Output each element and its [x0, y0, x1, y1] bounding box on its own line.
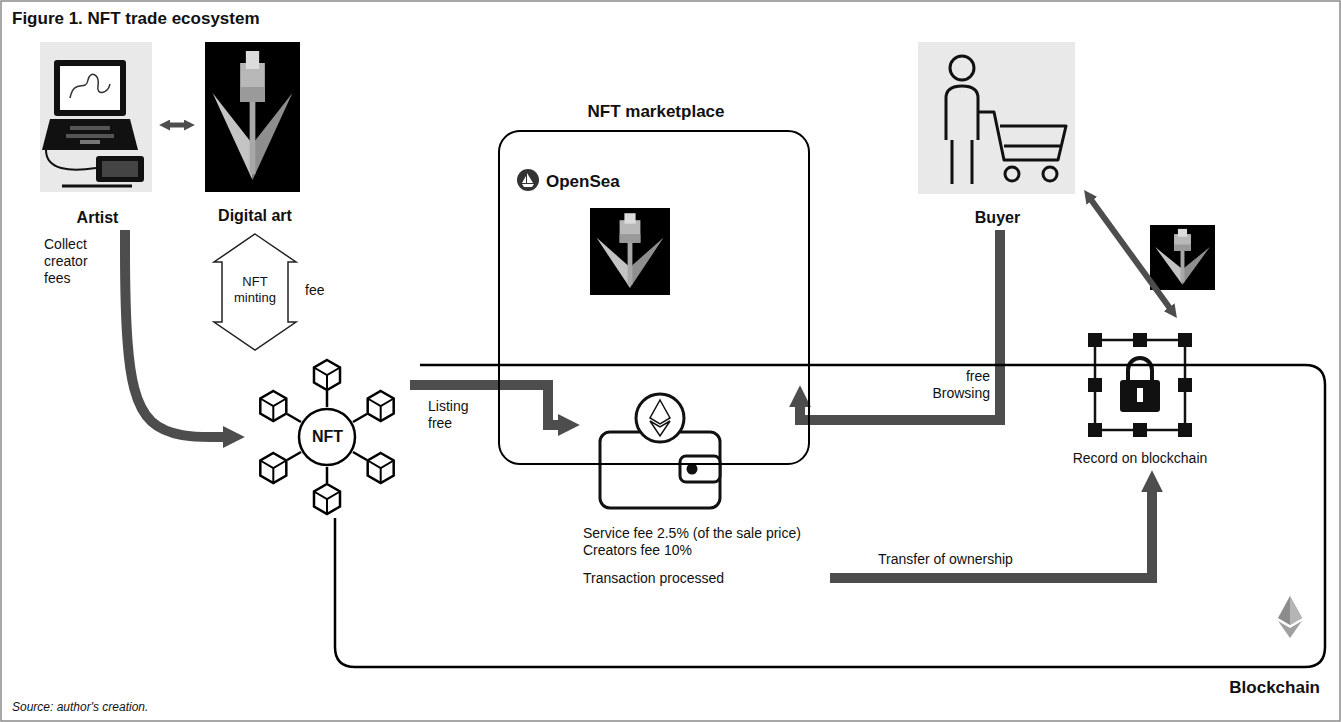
note-label: fee: [305, 282, 324, 299]
opensea-logo: [517, 169, 539, 191]
nft-token-node: NFT: [245, 362, 410, 512]
digital-art-image: [205, 42, 300, 192]
listed-art-image: [590, 208, 670, 295]
wallet-icon: [600, 394, 720, 508]
arrow-label: Listing free: [428, 398, 490, 432]
node-label: Digital art: [195, 206, 315, 225]
node-label: Record on blockchain: [1055, 450, 1225, 467]
figure-title: Figure 1. NFT trade ecosystem: [12, 9, 260, 29]
arrow-label: free Browsing: [918, 368, 990, 402]
flow-arrow: [125, 230, 225, 437]
record-node: Record on blockchain: [1075, 318, 1229, 470]
flow-arrow: [1091, 200, 1170, 309]
digital-art-node: Digital art: [195, 42, 319, 227]
minting-arrow: NFT minting: [212, 232, 298, 352]
arrow-label: Transfer of ownership: [878, 551, 1048, 568]
node-label: Creators fee 10%: [583, 542, 692, 559]
purchased-art-image: [1150, 225, 1215, 290]
buyer-node: Buyer: [915, 42, 1084, 230]
node-label: OpenSea: [546, 172, 666, 192]
figure-caption: Source: author's creation.: [12, 700, 148, 714]
ethereum-logo: [1278, 596, 1302, 638]
flow-arrow: [830, 490, 1152, 578]
wallet-node: Service fee 2.5% (of the sale price)Crea…: [580, 385, 830, 590]
marketplace-box: NFT marketplaceOpenSea: [498, 130, 810, 465]
node-label: Service fee 2.5% (of the sale price): [583, 525, 801, 542]
nft-network-icon: [247, 360, 406, 514]
node-label: NFT marketplace: [500, 102, 812, 122]
flow-arrow: [169, 123, 185, 128]
blockchain-border: [335, 365, 1325, 667]
minting-outline: [214, 234, 296, 350]
flow-arrow: [800, 230, 1000, 420]
artist-node: Artist: [40, 42, 159, 230]
buyer-icon: [918, 42, 1075, 194]
node-label: NFT minting: [222, 274, 288, 305]
arrow-label: Collect creator fees: [44, 236, 110, 286]
node-label: Transaction processed: [583, 570, 724, 587]
node-label: Blockchain: [1180, 678, 1320, 698]
node-label: NFT: [287, 427, 368, 446]
node-label: Buyer: [915, 208, 1080, 227]
node-label: Artist: [40, 208, 155, 227]
blockchain-lock-icon: [1088, 333, 1192, 437]
artist-icon: [40, 42, 152, 192]
